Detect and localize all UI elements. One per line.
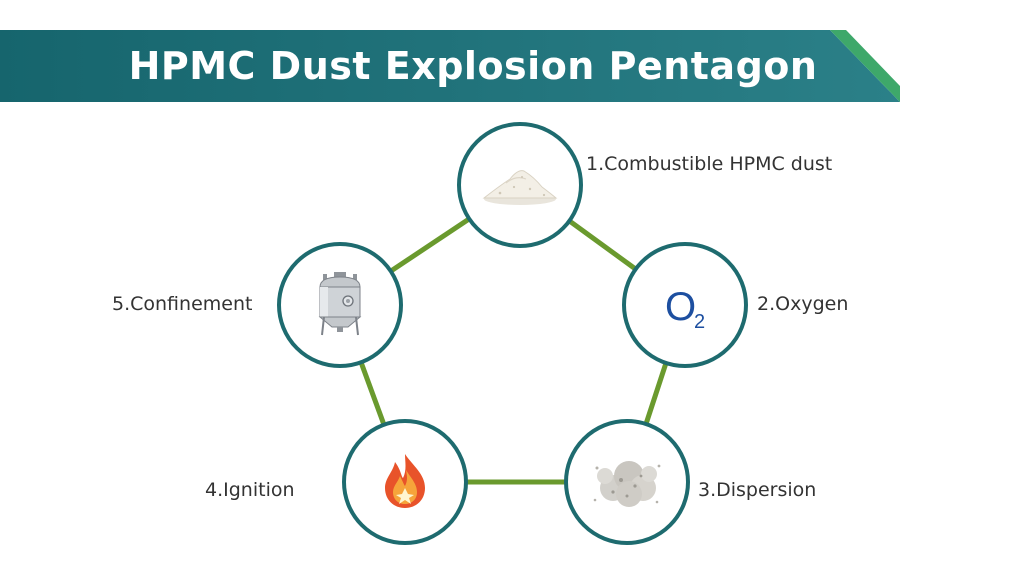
oxygen-symbol: O	[665, 285, 696, 329]
node-combustible-dust	[457, 122, 583, 248]
label-dispersion: 3.Dispersion	[698, 479, 817, 501]
node-oxygen: O 2	[622, 242, 748, 368]
diagram-title: HPMC Dust Explosion Pentagon	[128, 44, 818, 88]
label-combustible-dust: 1.Combustible HPMC dust	[586, 153, 833, 175]
vessel-icon	[318, 272, 362, 336]
powder-pile-icon	[482, 170, 558, 205]
label-oxygen: 2.Oxygen	[757, 293, 849, 315]
oxygen-icon: O 2	[665, 285, 705, 333]
node-confinement	[277, 242, 403, 368]
oxygen-subscript: 2	[694, 311, 705, 333]
title-banner	[0, 30, 900, 102]
node-dispersion	[564, 419, 690, 545]
node-ignition	[342, 419, 468, 545]
dust-cloud-icon	[593, 461, 661, 507]
label-confinement: 5.Confinement	[112, 293, 253, 315]
flame-icon	[385, 454, 425, 508]
label-ignition: 4.Ignition	[205, 479, 295, 501]
